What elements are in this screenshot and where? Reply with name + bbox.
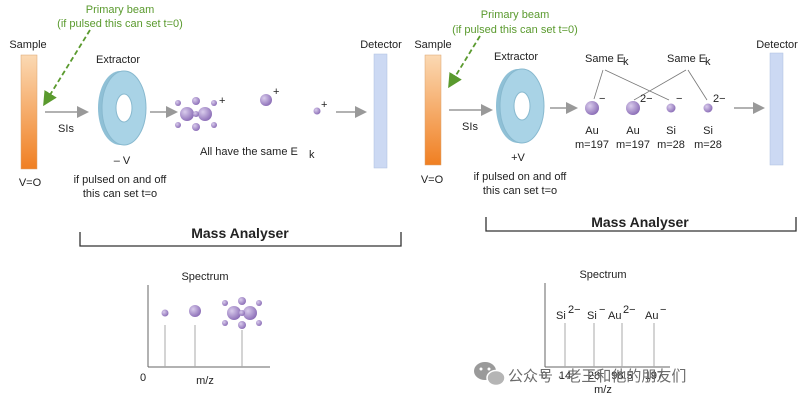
right-primary-beam-arrow [448,35,481,89]
left-primary-beam-label: Primary beam [86,4,154,16]
left-sis-label: SIs [58,123,74,135]
right-analyser-title: Mass Analyser [591,214,689,230]
left-spectrum-title: Spectrum [181,271,228,283]
left-detector-label: Detector [360,39,402,51]
right-ion-si-2minus-mass: m=28 [694,139,722,151]
left-peak-small-ion [161,309,169,317]
left-pulse-note-line2: this can set t=o [83,188,157,200]
left-medium-charge: + [273,86,279,98]
right-ion-si-2minus-element: Si [703,125,713,137]
left-extractor-ring [98,70,147,146]
left-primary-beam-note: (if pulsed this can set t=0) [57,18,183,30]
right-peak-si2-label: Si [556,310,566,322]
right-ion-si-minus-mass: m=28 [657,139,685,151]
right-ion-si-minus-element: Si [666,125,676,137]
right-link-au1 [593,69,604,100]
right-peak-si2-sup: 2− [568,304,581,316]
right-tick-197: 197 [645,370,663,382]
right-ion-si-2minus-charge: 2− [713,93,726,105]
left-pulse-note-line1: if pulsed on and off [74,174,168,186]
left-cluster-charge: + [219,95,225,107]
left-same-energy-sub: k [309,149,315,161]
left-cluster-ion [175,97,217,131]
right-ion-si-minus-charge: − [676,93,682,105]
right-ion-si-minus [666,103,676,113]
left-analyser-title: Mass Analyser [191,225,289,241]
right-tick-14: 14 [559,370,571,382]
right-pulse-note-line1: if pulsed on and off [474,171,568,183]
right-ion-au-2minus [626,101,640,115]
right-peak-au1-sup: − [660,304,666,316]
right-tick-98-5: 98.5 [611,370,632,382]
right-ion-au-minus-element: Au [585,125,598,137]
right-axis-origin: 0 [541,370,547,382]
right-link-au2 [633,69,687,101]
right-same-energy-a: Same E [585,53,624,65]
right-ion-au-minus [585,101,599,115]
right-extractor-ring [496,68,545,144]
right-sis-label: SIs [462,121,478,133]
watermark: 公众号 · 老王和他的朋友们 [474,362,686,387]
left-analyser-bracket [79,232,402,247]
right-sample-voltage: V=O [421,174,444,186]
left-peak-medium-ion [189,305,201,317]
left-small-ion [313,107,321,115]
left-sample-label: Sample [9,39,46,51]
right-ion-au-2minus-mass: m=197 [616,139,650,151]
right-sample-plate [424,54,442,166]
right-peak-si1-sup: − [599,304,605,316]
right-detector-plate [769,52,784,166]
left-axis-label: m/z [196,375,214,387]
wechat-icon [474,362,506,387]
right-sample-label: Sample [414,39,451,51]
left-panel: Primary beam (if pulsed this can set t=0… [9,4,402,387]
left-extractor-voltage: – V [114,155,131,167]
right-link-si1 [604,69,670,101]
right-ion-au-minus-mass: m=197 [575,139,609,151]
left-primary-beam-arrow [43,29,91,107]
right-peak-si1-label: Si [587,310,597,322]
right-tick-28: 28 [588,370,600,382]
left-same-energy-text: All have the same E [200,146,298,158]
right-same-energy-a-sub: k [623,56,629,68]
left-axis-origin: 0 [140,372,146,384]
right-primary-beam-label: Primary beam [481,9,549,21]
right-axis-label: m/z [594,384,612,396]
right-peak-au1-label: Au [645,310,658,322]
left-extractor-label: Extractor [96,54,140,66]
right-ion-au-2minus-charge: 2− [640,93,653,105]
left-peak-cluster-ion [222,297,262,329]
right-spectrum-title: Spectrum [579,269,626,281]
right-link-si2 [687,69,708,101]
right-peak-au2-label: Au [608,310,621,322]
right-detector-label: Detector [756,39,798,51]
right-ion-au-2minus-element: Au [626,125,639,137]
right-same-energy-b: Same E [667,53,706,65]
right-extractor-label: Extractor [494,51,538,63]
right-analyser-bracket [485,217,797,232]
right-ion-au-minus-charge: − [599,93,605,105]
watermark-text: 公众号 · 老王和他的朋友们 [508,368,686,385]
left-medium-ion [260,94,272,106]
right-primary-beam-note: (if pulsed this can set t=0) [452,24,578,36]
left-sample-voltage: V=O [19,177,42,189]
left-sample-plate [20,54,38,170]
right-same-energy-b-sub: k [705,56,711,68]
left-detector-plate [373,53,388,169]
left-small-charge: + [321,99,327,111]
right-extractor-voltage: +V [511,152,525,164]
right-pulse-note-line2: this can set t=o [483,185,557,197]
right-panel: Primary beam (if pulsed this can set t=0… [414,9,798,396]
right-ion-si-2minus [703,103,713,113]
right-peak-au2-sup: 2− [623,304,636,316]
